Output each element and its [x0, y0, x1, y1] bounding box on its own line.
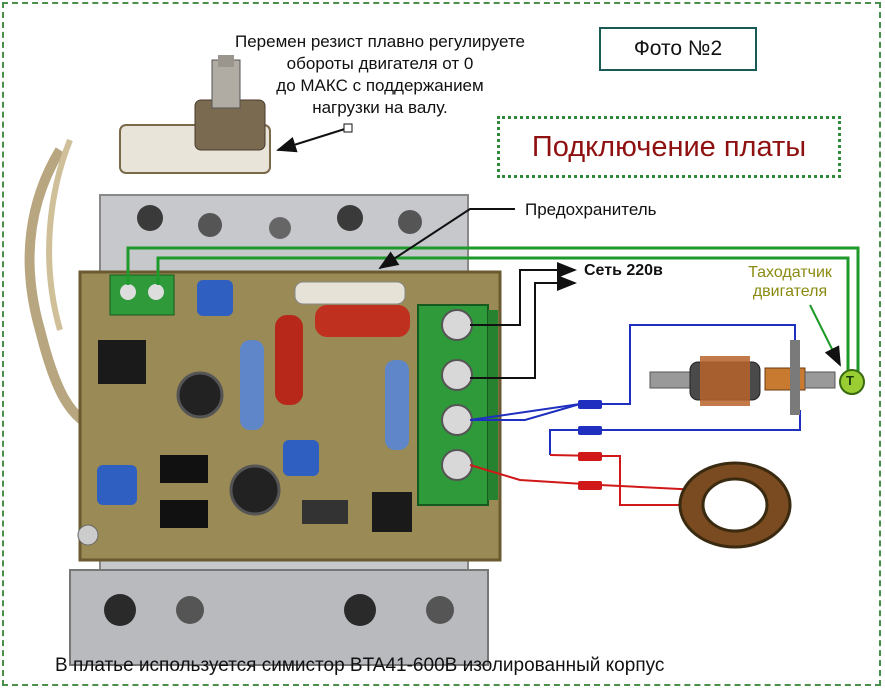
- tacho-sensor-icon: [839, 369, 865, 395]
- potentiometer-note: Перемен резист плавно регулируете оборот…: [210, 31, 550, 119]
- pot-note-line: Перемен резист плавно регулируете: [234, 32, 525, 51]
- watermark: kufar: [646, 590, 852, 654]
- potentiometer-icon: [24, 55, 271, 435]
- motor-armature-icon: [649, 340, 836, 415]
- tacho-label-line: Таходатчик: [748, 264, 832, 281]
- tacho-symbol: T: [846, 373, 854, 388]
- terminal-block-icon: [417, 304, 498, 506]
- diagram-title: Подключение платы: [497, 116, 841, 178]
- mains-label: Сеть 220в: [584, 262, 663, 279]
- armature-wires: [469, 324, 801, 455]
- photo-number-label: Фото №2: [599, 27, 757, 71]
- stator-wires: [469, 452, 701, 506]
- annotation-arrows: [276, 123, 841, 367]
- mains-wires: [470, 262, 577, 379]
- tacho-wires: [126, 246, 860, 380]
- watermark-text: kufar: [718, 599, 816, 644]
- pot-note-line: нагрузки на валу.: [312, 98, 448, 117]
- kufar-logo-icon: [646, 590, 710, 654]
- stator-icon: [678, 461, 792, 549]
- tacho-label: Таходатчик двигателя: [728, 263, 852, 301]
- pot-note-line: обороты двигателя от 0: [286, 54, 474, 73]
- pot-note-line: до МАКС с поддержанием: [276, 76, 484, 95]
- footer-note: В платье используется симистор BTA41-600…: [55, 655, 665, 676]
- fuse-label: Предохранитель: [525, 200, 657, 219]
- tacho-label-line: двигателя: [752, 283, 828, 300]
